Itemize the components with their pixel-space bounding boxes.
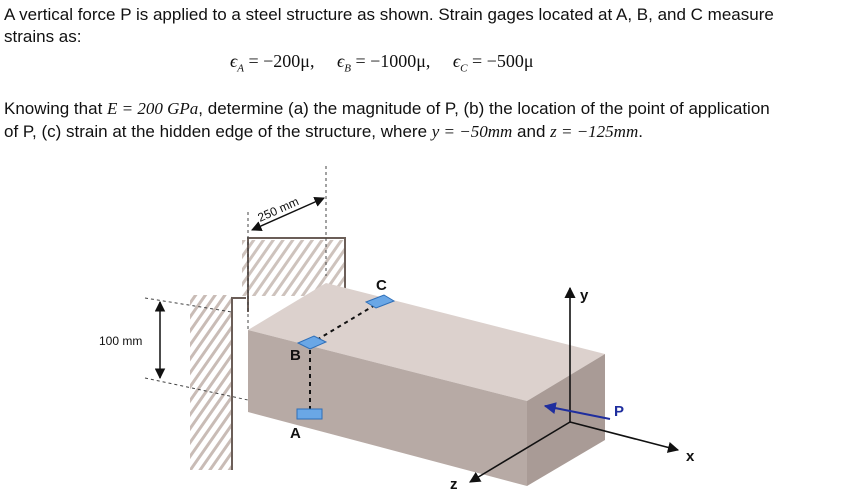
- steel-block: [248, 283, 605, 486]
- strain-equations: ϵA = −200μ, ϵB = −1000μ, ϵC = −500μ: [230, 51, 551, 75]
- axis-x-label: x: [686, 448, 695, 465]
- gage-b-label: B: [290, 347, 301, 364]
- dimension-250: 250 mm: [251, 194, 325, 231]
- x-axis: [569, 421, 680, 453]
- block-top-face: [248, 283, 605, 401]
- strain-b: ϵB = −1000μ,: [336, 51, 431, 75]
- modulus-expression: E = 200 GPa: [107, 99, 199, 118]
- dimension-100: 100 mm: [99, 300, 166, 380]
- gage-connector-lines: [309, 301, 381, 412]
- left-wall-support: [190, 295, 246, 470]
- axis-y-label: y: [580, 287, 589, 304]
- gage-a-label: A: [290, 425, 301, 442]
- z-axis: [469, 421, 571, 483]
- problem-line-2: strains as:: [4, 27, 82, 46]
- strain-gages: [296, 294, 396, 420]
- axis-z-label: z: [450, 476, 458, 493]
- force-p-arrow: [543, 402, 611, 420]
- svg-text:250 mm: 250 mm: [256, 194, 301, 224]
- force-p-label: P: [614, 403, 624, 420]
- y-expression: y = −50mm: [431, 122, 513, 141]
- gage-c-label: C: [376, 277, 387, 294]
- gage-c-pad: [364, 294, 396, 309]
- gage-a-pad: [296, 408, 323, 420]
- block-side-face: [527, 354, 605, 486]
- block-front-face: [248, 330, 527, 486]
- construction-lines: [144, 166, 327, 401]
- strain-a: ϵA = −200μ,: [230, 51, 315, 75]
- z-expression: z = −125mm: [550, 122, 639, 141]
- coordinate-axes: [469, 286, 680, 483]
- svg-text:100 mm: 100 mm: [99, 334, 142, 348]
- gage-b-pad: [296, 335, 328, 350]
- problem-line-4: of P, (c) strain at the hidden edge of t…: [4, 122, 643, 141]
- problem-line-1: A vertical force P is applied to a steel…: [4, 5, 774, 24]
- problem-line-3: Knowing that E = 200 GPa, determine (a) …: [4, 99, 770, 118]
- strain-c: ϵC = −500μ: [452, 51, 534, 75]
